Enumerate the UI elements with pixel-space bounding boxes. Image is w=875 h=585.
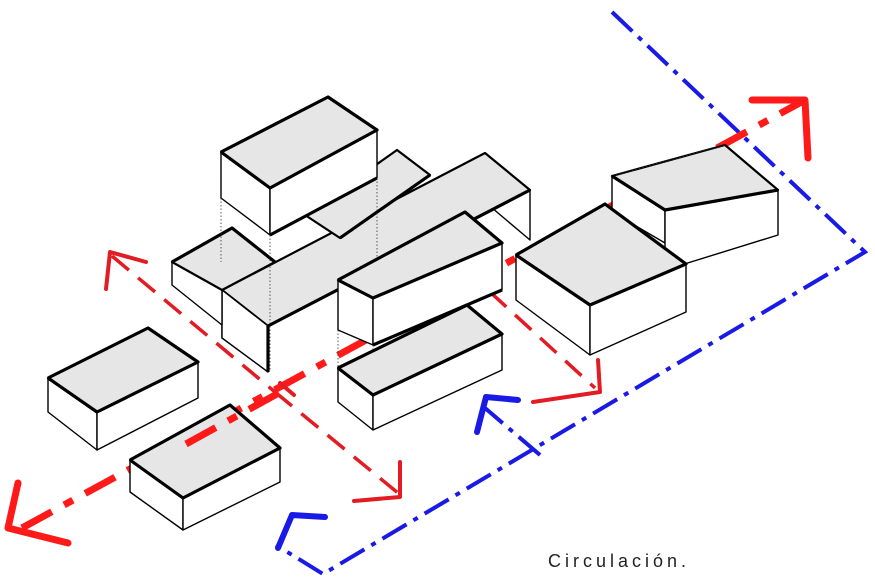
perimeter-arrowhead-branch <box>474 394 521 435</box>
elevated-tall-block <box>219 95 379 370</box>
secondary-line-north <box>110 254 277 394</box>
perimeter-circulation-line <box>274 10 869 577</box>
perimeter-branch-line <box>483 406 542 457</box>
perimeter-arrowhead-left <box>275 512 328 551</box>
right-main-block <box>514 202 688 356</box>
left-front-block <box>46 326 200 451</box>
secondary-arrowhead-south <box>352 460 402 503</box>
secondary-arrowhead-east <box>531 358 602 404</box>
secondary-branch-stub <box>278 381 296 397</box>
elevated-front-block <box>336 210 504 395</box>
primary-arrowhead-east <box>748 96 812 162</box>
primary-arrowhead-west <box>4 479 72 547</box>
secondary-circulation <box>104 250 602 503</box>
front-low-block <box>336 303 504 431</box>
diagram-caption: Circulación. <box>548 551 691 571</box>
secondary-arrowhead-north <box>104 250 148 291</box>
low-left-block <box>170 226 277 326</box>
bottom-front-block <box>128 403 282 531</box>
perimeter-circulation <box>274 10 869 577</box>
secondary-line-south <box>273 390 400 495</box>
primary-circulation-front <box>184 385 288 448</box>
secondary-line-east <box>488 290 597 390</box>
sloped-right-block <box>610 143 780 271</box>
